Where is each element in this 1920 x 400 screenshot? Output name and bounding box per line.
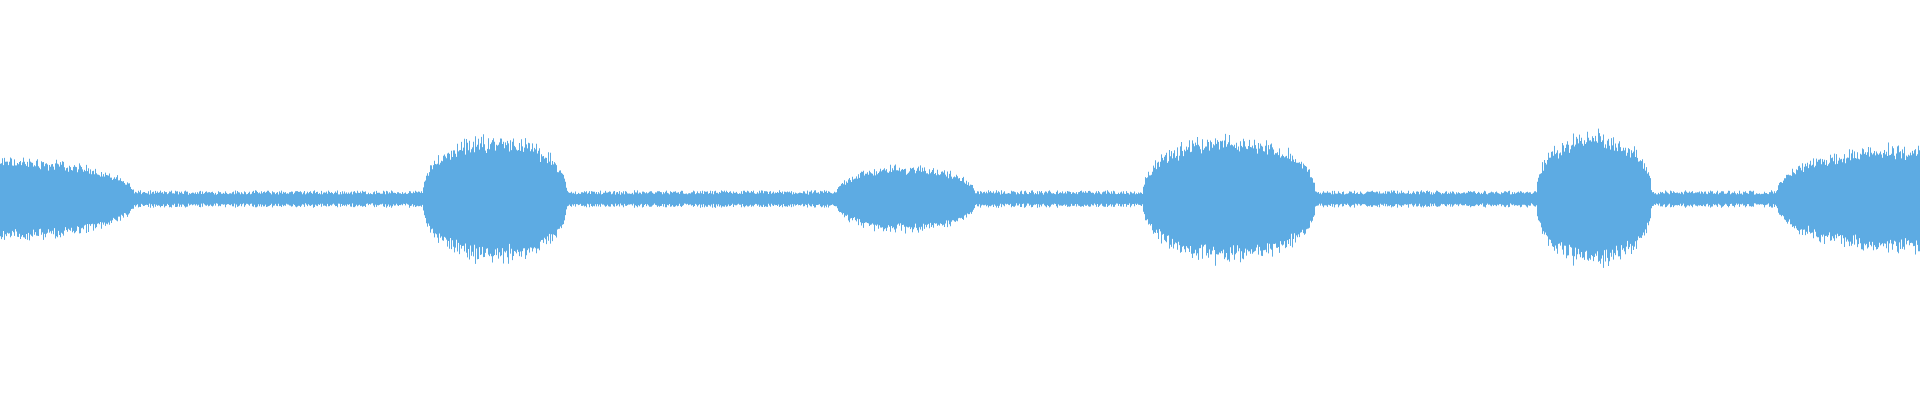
waveform-path [0,128,1920,268]
waveform-bars [0,128,1920,268]
